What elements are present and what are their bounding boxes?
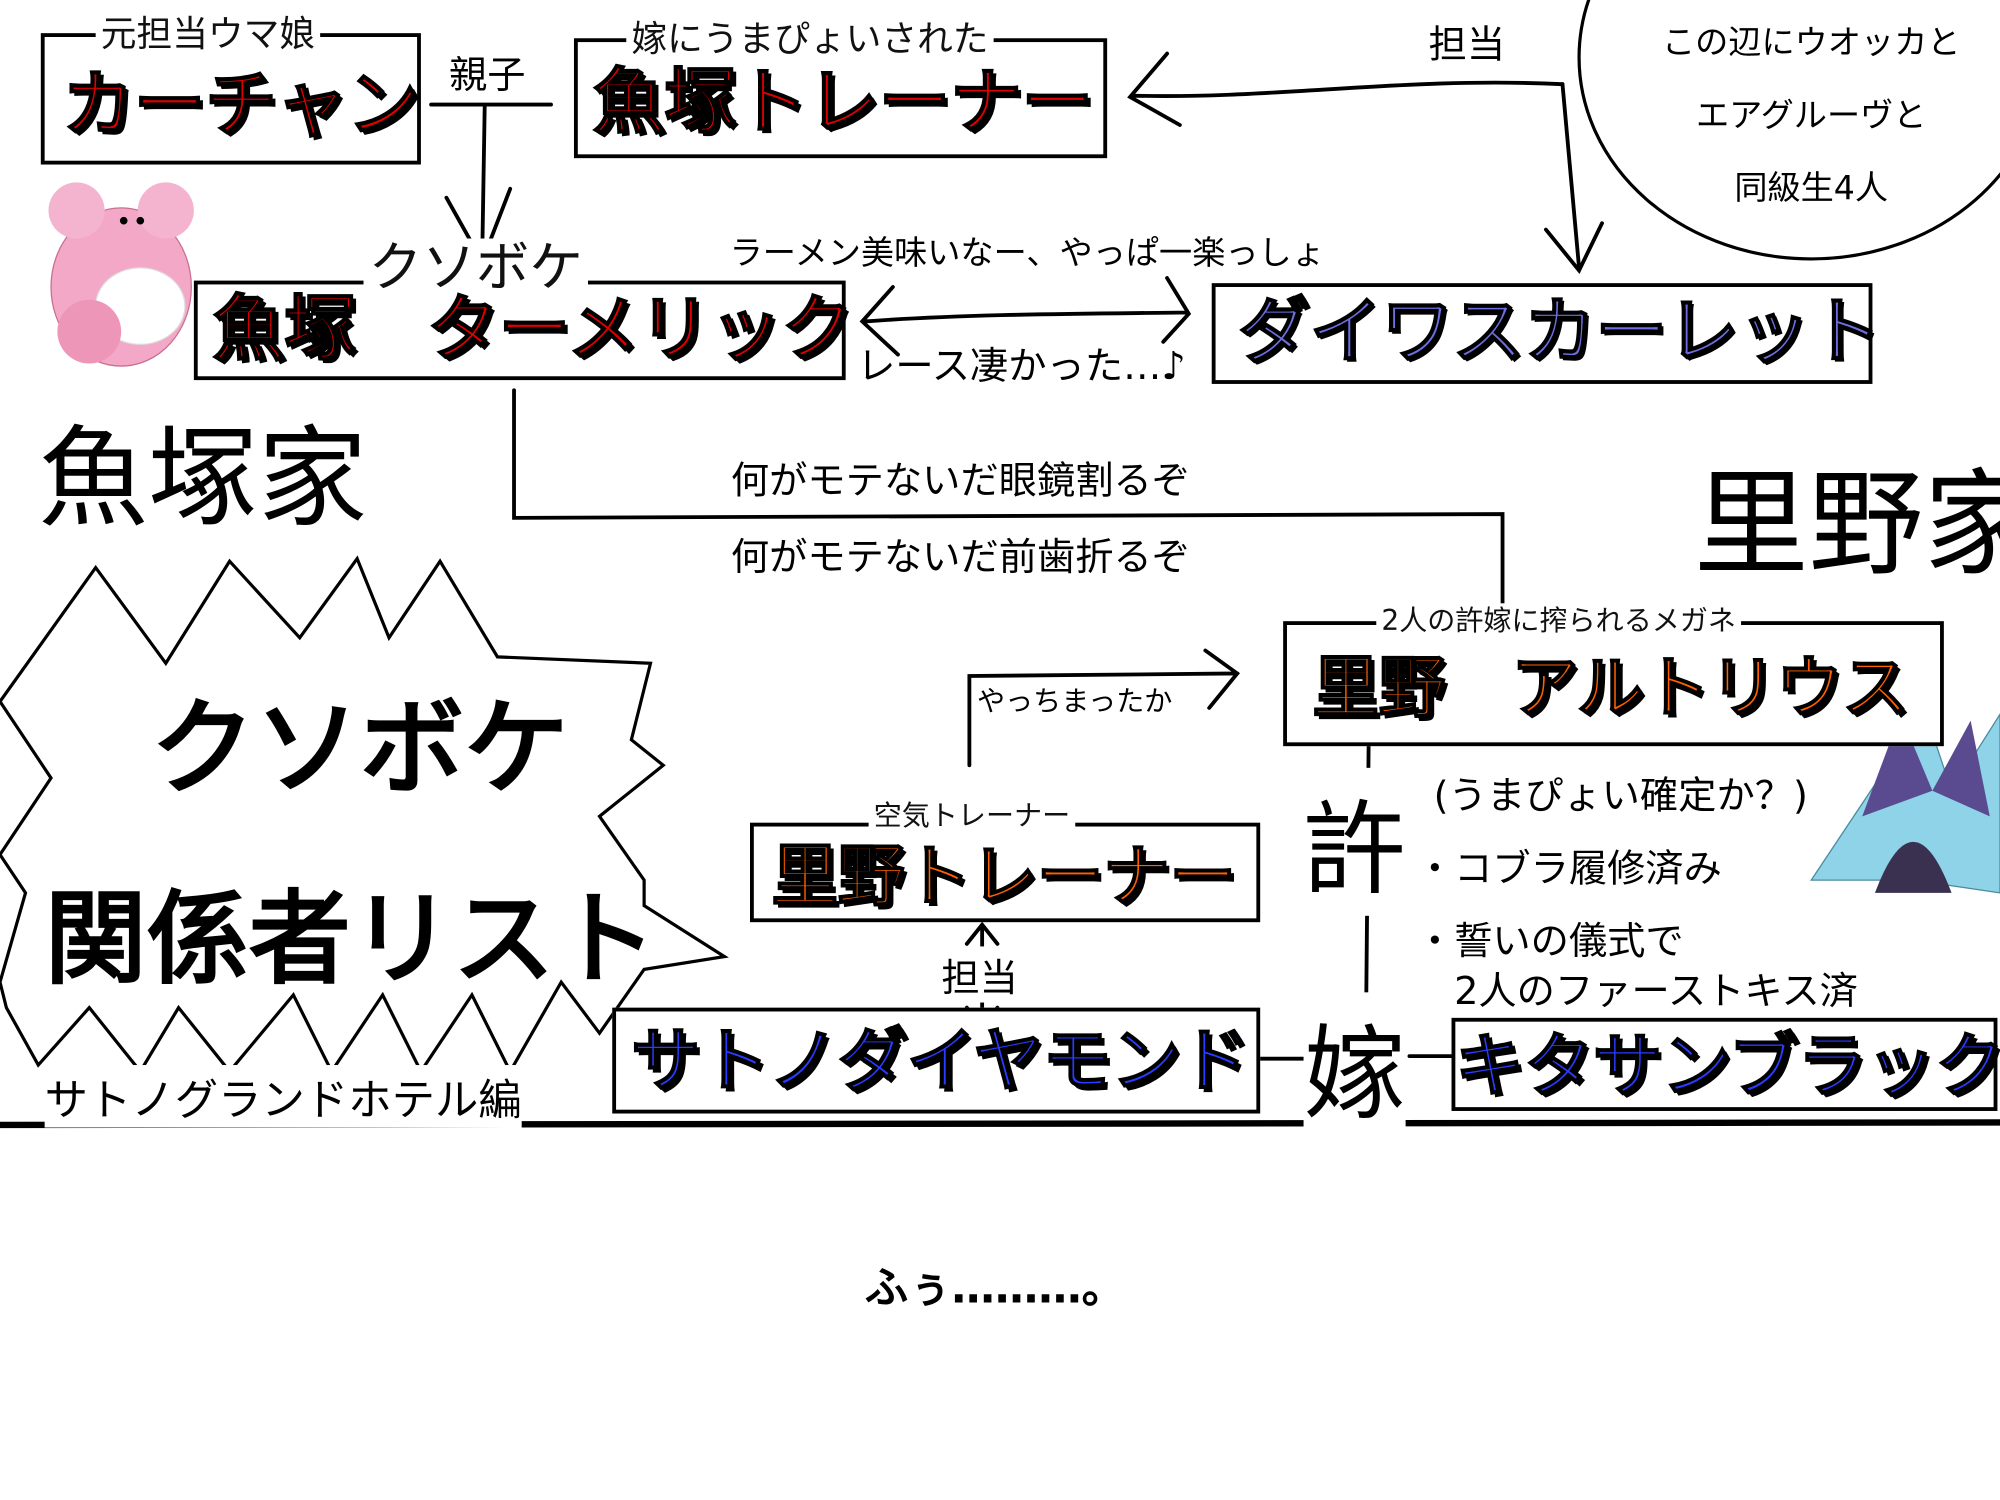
node-turmeric: クソボケ 魚塚 ターメリック — [193, 238, 854, 381]
race-label: レース凄かった…♪ — [857, 344, 1186, 390]
title-line1: クソボケ — [150, 688, 569, 810]
kitasan-label: 2人のファーストキス済 — [1454, 969, 1859, 1015]
tanto-bottom-label: 担当 — [941, 946, 1018, 1003]
megane-line — [512, 388, 1505, 624]
iinazuke-label: 許 — [1303, 767, 1406, 916]
node-name: カーチャン — [62, 63, 420, 147]
node-satono-diamond: サトノダイヤモンド — [612, 1007, 1261, 1114]
node-name: ダイワスカーレット — [1238, 290, 1883, 374]
node-satono-trainer: 空気トレーナー 里野トレーナー — [749, 798, 1261, 923]
node-name: 里野トレーナー — [771, 839, 1237, 916]
yome-label: 嫁 — [1303, 992, 1406, 1141]
tanto-label: 担当 — [1428, 22, 1506, 68]
node-name: キタサンブラック — [1454, 1025, 2000, 1106]
node-kitasan-black: キタサンブラック — [1451, 1017, 2000, 1111]
node-name: 里野 アルトリウス — [1312, 650, 1910, 728]
umapyoi-note: (うまぴょい確定か？) ・コブラ履修済み ・誓いの儀式で — [1416, 760, 1808, 978]
family-uotsuka: 魚塚家 — [38, 415, 368, 544]
node-label: 空気トレーナー — [868, 798, 1076, 837]
footer-text: ふぅ………。 — [864, 1262, 1125, 1314]
note-line: この辺にウオッカと — [1661, 24, 1961, 63]
node-daiwa-scarlet: ダイワスカーレット — [1211, 283, 1882, 384]
node-name: 魚塚 ターメリック — [212, 288, 854, 372]
note-line: ・誓いの儀式で — [1415, 919, 1684, 965]
note-line: (うまぴょい確定か？) — [1433, 774, 1808, 819]
node-kachan: 元担当ウマ娘 カーチャン — [40, 15, 421, 165]
node-label: 元担当ウマ娘 — [95, 15, 321, 54]
node-name: サトノダイヤモンド — [630, 1020, 1250, 1101]
node-arturius: 2人の許嫁に搾られるメガネ 里野 アルトリウス — [1283, 603, 1944, 747]
title-line2: 関係者リスト — [44, 880, 657, 999]
ramen-label: ラーメン美味いなー、やっぱ一楽っしょ — [729, 234, 1325, 273]
note-circle — [1577, 0, 2000, 261]
note-line: エアグルーヴと — [1695, 96, 1927, 136]
yacchimatta-arrow — [967, 648, 1241, 768]
maeba-label: 何がモテないだ前歯折るぞ — [730, 535, 1191, 581]
note-line: ・コブラ履修済み — [1415, 846, 1722, 892]
note-line: 同級生4人 — [1734, 169, 1889, 208]
node-label: 2人の許嫁に搾られるメガネ — [1376, 603, 1742, 642]
oyako-label: 親子 — [448, 53, 526, 99]
megane-label: 何がモテないだ眼鏡割るぞ — [730, 459, 1191, 504]
node-label: 嫁にうまぴょいされた — [626, 20, 994, 59]
circle-note: この辺にウオッカと エアグルーヴと 同級生4人 — [1633, 8, 1990, 226]
subtitle: サトノグランドホテル編 — [44, 1065, 522, 1128]
node-uotsuka-trainer: 嫁にうまぴょいされた 魚塚トレーナー — [573, 20, 1108, 159]
double-arrow — [859, 276, 1192, 357]
yome-line — [1258, 1054, 1454, 1061]
node-name: 魚塚トレーナー — [592, 61, 1094, 145]
node-label: クソボケ — [363, 238, 589, 298]
tanto-arrow-left — [1127, 51, 1565, 127]
starburst — [0, 555, 729, 1075]
yacchimatta-label: やっちまったか — [977, 686, 1173, 719]
blissey-image — [48, 182, 194, 367]
family-satono: 里野家 — [1693, 457, 2000, 592]
tanto-arrow-down — [1543, 82, 1604, 274]
